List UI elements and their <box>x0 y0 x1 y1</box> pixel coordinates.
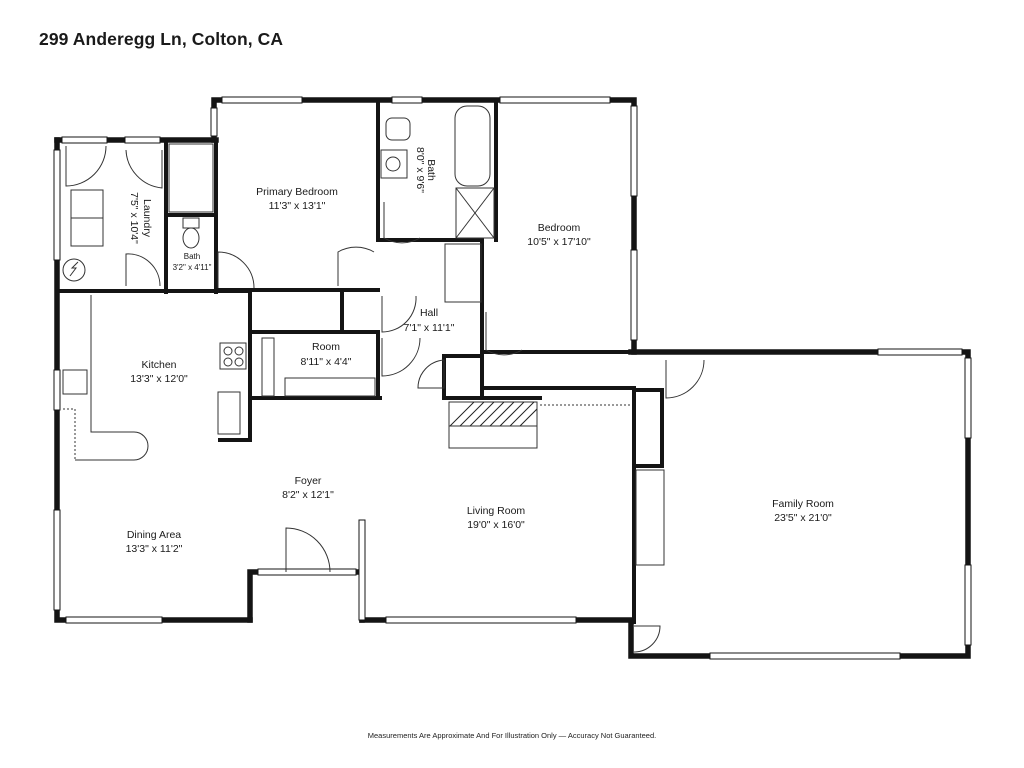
fixtures <box>62 105 665 566</box>
room-dims: 7'5" x 10'4" <box>128 192 140 244</box>
room-foyer: Foyer 8'2" x 12'1" <box>282 475 334 501</box>
room-name: Family Room <box>772 498 834 510</box>
doors <box>65 145 705 653</box>
interior-walls <box>55 98 664 624</box>
room-living-room: Living Room 19'0" x 16'0" <box>467 505 526 531</box>
fireplace <box>448 401 538 449</box>
room-name: Laundry <box>141 199 153 238</box>
room-name: Kitchen <box>141 359 176 371</box>
room-name: Dining Area <box>127 529 181 541</box>
room-dims: 8'11" x 4'4" <box>301 356 352 368</box>
room-dims: 8'2" x 12'1" <box>282 489 334 501</box>
room-name: Bath <box>184 252 200 261</box>
room-dims: 8'0" x 9'6" <box>414 147 426 193</box>
disclaimer: Measurements Are Approximate And For Ill… <box>367 731 657 740</box>
room-name: Foyer <box>295 475 322 487</box>
windows <box>53 96 972 660</box>
room-dims: 10'5" x 17'10" <box>527 236 591 248</box>
room-dining-area: Dining Area 13'3" x 11'2" <box>126 529 183 555</box>
room-bedroom: Bedroom 10'5" x 17'10" <box>527 222 591 248</box>
room-name: Bath <box>425 159 437 181</box>
room-family-room: Family Room 23'5" x 21'0" <box>772 498 834 524</box>
room-kitchen: Kitchen 13'3" x 12'0" <box>130 359 188 385</box>
room-name: Hall <box>420 307 438 319</box>
room-dims: 11'3" x 13'1" <box>269 200 326 212</box>
room-bath: Bath 8'0" x 9'6" <box>414 147 437 193</box>
room-name: Room <box>312 341 340 353</box>
room-dims: 23'5" x 21'0" <box>774 512 832 524</box>
room-labels: Laundry 7'5" x 10'4" Bath 3'2" x 4'11" P… <box>126 147 835 555</box>
room-name: Bedroom <box>538 222 581 234</box>
room-laundry: Laundry 7'5" x 10'4" <box>128 192 153 244</box>
room-dims: 19'0" x 16'0" <box>467 519 525 531</box>
page-title: 299 Anderegg Ln, Colton, CA <box>39 29 284 49</box>
room-dims: 3'2" x 4'11" <box>173 263 212 272</box>
room-primary-bedroom: Primary Bedroom 11'3" x 13'1" <box>256 186 338 212</box>
room-name: Living Room <box>467 505 526 517</box>
room-dims: 13'3" x 12'0" <box>130 373 188 385</box>
room-room: Room 8'11" x 4'4" <box>301 341 352 368</box>
exterior-walls <box>54 97 971 659</box>
room-dims: 13'3" x 11'2" <box>126 543 183 555</box>
room-hall: Hall 7'1" x 11'1" <box>404 307 455 334</box>
room-name: Primary Bedroom <box>256 186 338 198</box>
sink-icon <box>62 369 88 395</box>
room-small-bath: Bath 3'2" x 4'11" <box>173 252 212 272</box>
room-dims: 7'1" x 11'1" <box>404 322 455 334</box>
